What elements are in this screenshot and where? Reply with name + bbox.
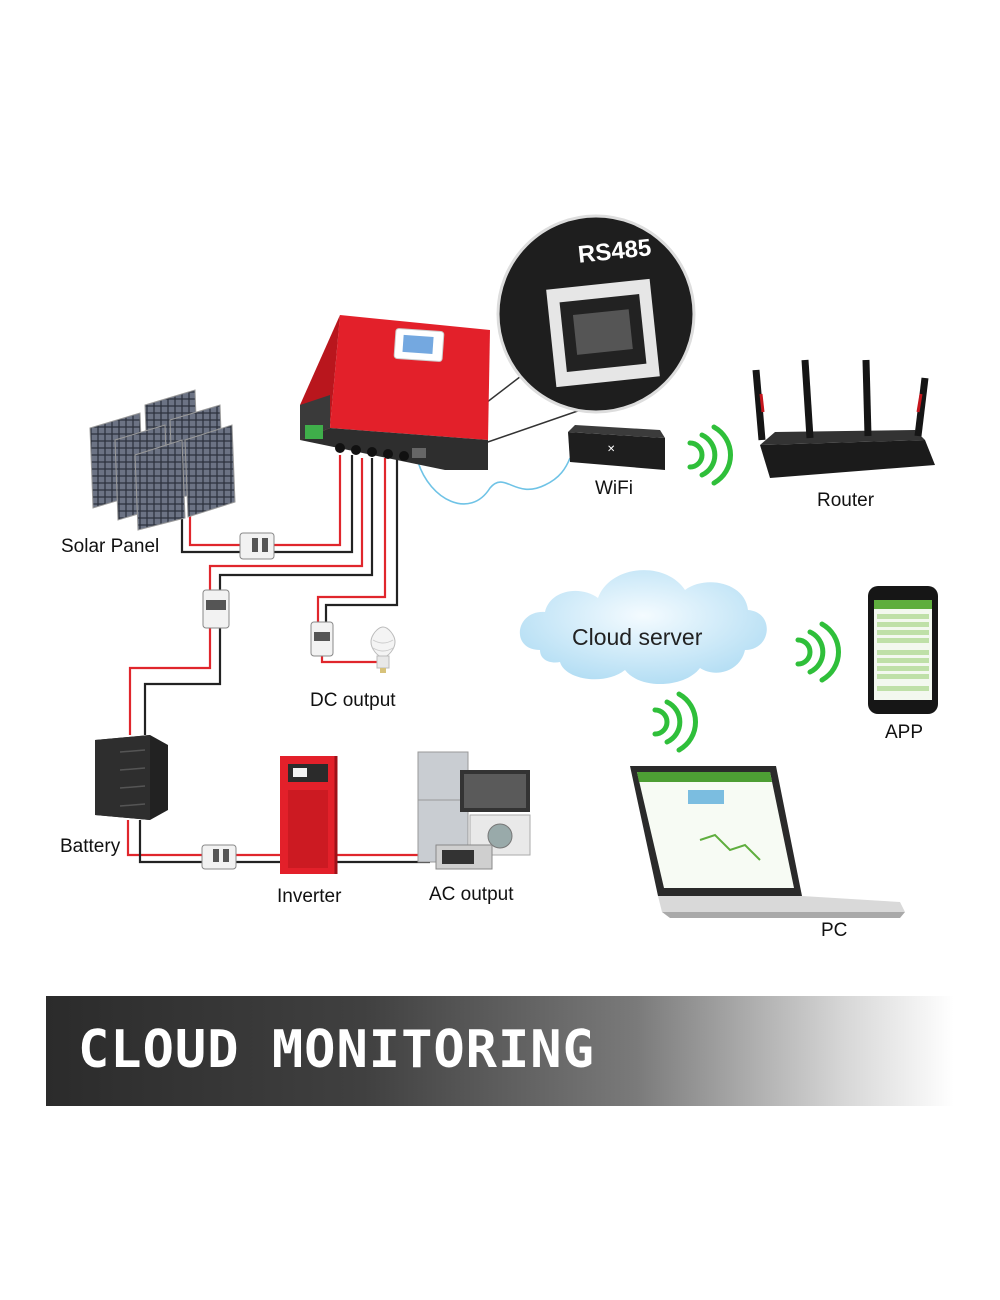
charge-controller-icon: [300, 315, 490, 470]
cable-rs485: [417, 457, 571, 505]
ac-appliances-icon: [417, 751, 531, 870]
dc-output-label: DC output: [310, 690, 396, 711]
router-icon: [752, 359, 935, 478]
app-label: APP: [885, 722, 924, 743]
wifi-label: WiFi: [595, 478, 633, 499]
signal-cloud-pc-icon: [652, 691, 698, 753]
breaker-solar: [239, 532, 275, 560]
cloud-server-label: Cloud server: [572, 624, 703, 650]
solar-panel-icon: [89, 389, 236, 531]
wire-battery-black: [143, 458, 374, 735]
battery-icon: [95, 735, 168, 820]
inverter-icon: [280, 756, 338, 874]
breaker-battery: [202, 589, 230, 629]
phone-app-icon: [868, 586, 938, 714]
banner-title: CLOUD MONITORING: [78, 1020, 595, 1080]
pc-label: PC: [821, 920, 848, 941]
signal-cloud-app-icon: [795, 621, 841, 683]
cloud-server-icon: [519, 570, 767, 685]
svg-text:✕: ✕: [607, 444, 615, 455]
title-banner: CLOUD MONITORING: [46, 996, 954, 1106]
inverter-label: Inverter: [277, 886, 342, 907]
ac-output-label: AC output: [429, 884, 514, 905]
wire-dc-bulb: [320, 655, 378, 664]
wire-inv-black: [138, 820, 290, 864]
rs485-zoom-icon: [496, 214, 696, 414]
breaker-dc: [310, 621, 334, 657]
laptop-pc-icon: [630, 766, 905, 918]
wifi-module-icon: ✕: [568, 425, 665, 470]
battery-label: Battery: [60, 836, 121, 857]
solar-panel-label: Solar Panel: [61, 536, 160, 557]
bulb-icon: [370, 626, 396, 673]
router-label: Router: [817, 490, 875, 511]
breaker-inverter: [201, 844, 237, 870]
signal-wifi-router-icon: [687, 424, 733, 486]
